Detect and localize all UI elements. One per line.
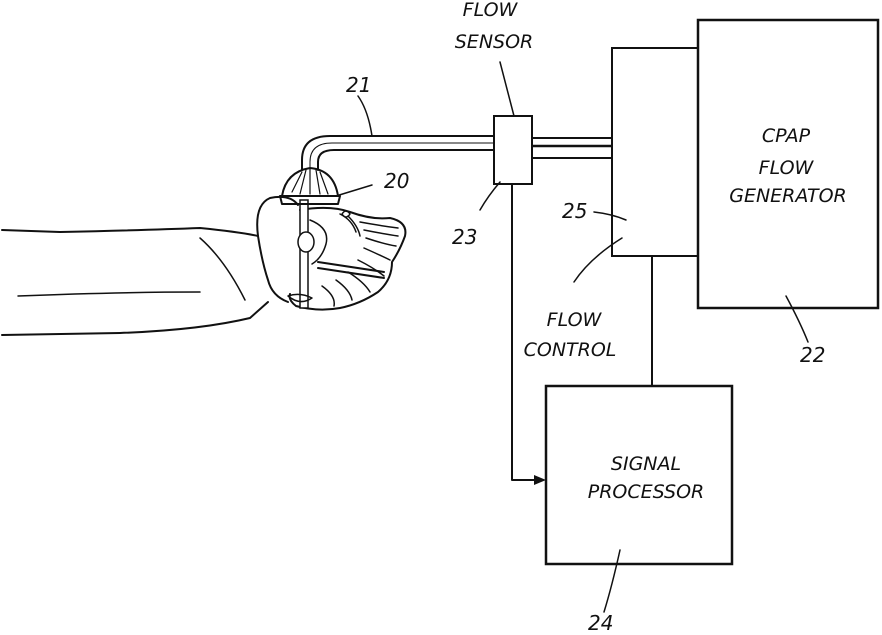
patient-figure [2, 197, 405, 335]
patient-shoulder [200, 238, 245, 300]
patient-head-back [258, 236, 288, 302]
flow-sensor-box [494, 116, 532, 184]
leader-21 [358, 96, 372, 136]
headgear-buckle [298, 232, 314, 252]
tube-to-control [532, 138, 612, 158]
patient-eye [342, 211, 350, 217]
patient-arm-top [2, 228, 258, 236]
label-flow-control-2: CONTROL [524, 339, 617, 361]
leader-flow-sensor [500, 62, 514, 116]
arrow-head-processor [534, 475, 546, 485]
patient-arm-fold [18, 292, 200, 296]
label-cpap-2: FLOW [759, 157, 815, 179]
nasal-mask [280, 168, 372, 204]
tube-outer-lower [318, 150, 494, 170]
mask-rim [280, 196, 340, 204]
flow-control-box [612, 48, 706, 256]
ref-23: 23 [452, 225, 477, 249]
label-signal-processor-1: SIGNAL [611, 453, 681, 475]
patient-head-top [257, 197, 298, 236]
cpap-flow-generator [698, 20, 878, 342]
leader-20 [336, 185, 372, 196]
sensor-to-processor-line [512, 184, 540, 480]
ref-21: 21 [346, 73, 371, 97]
label-flow-control-1: FLOW [547, 309, 603, 331]
ref-22: 22 [800, 343, 825, 367]
ref-25: 25 [562, 199, 587, 223]
leader-23 [480, 182, 500, 210]
headgear-vertical-strap [300, 200, 308, 308]
ref-24: 24 [588, 611, 613, 635]
label-signal-processor-2: PROCESSOR [588, 481, 705, 503]
label-flow-sensor-1: FLOW [463, 0, 519, 21]
tube-centre-line [310, 143, 494, 168]
label-flow-sensor-2: SENSOR [455, 31, 534, 53]
flow-control-unit [574, 48, 706, 282]
label-cpap-3: GENERATOR [729, 185, 847, 207]
ref-20: 20 [384, 169, 409, 193]
signal-processor-box [546, 386, 732, 564]
air-tubing [302, 96, 612, 170]
patient-arm-bottom [2, 302, 268, 335]
label-cpap-1: CPAP [762, 125, 811, 147]
tube-outer-upper [302, 136, 494, 170]
